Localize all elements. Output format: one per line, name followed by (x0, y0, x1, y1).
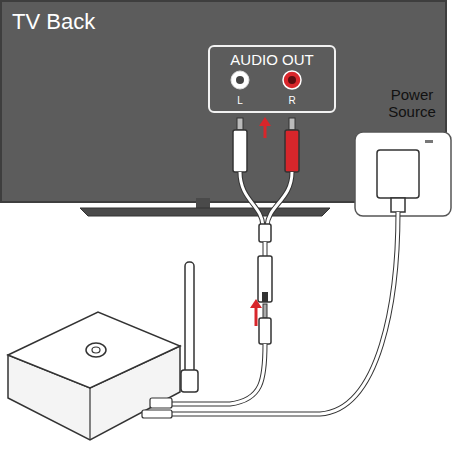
y-cable-right-outline (267, 172, 292, 226)
transmitter-top (8, 312, 180, 388)
insert-arrowhead (250, 299, 262, 308)
y-cable-left (240, 172, 263, 226)
white-rca-plug (233, 130, 247, 172)
transmitter-edge (89, 388, 90, 440)
aux-plug-in-box (150, 398, 172, 408)
power-adapter (377, 150, 419, 198)
power-button-icon (92, 347, 100, 353)
insert-arrowhead (259, 117, 271, 126)
red-rca-plug (285, 130, 299, 172)
power-plug-in-box (142, 410, 172, 418)
antenna-base (181, 370, 198, 392)
channel-label: R (288, 95, 295, 106)
aux-plug-tip (263, 304, 267, 318)
y-cable-right (267, 172, 292, 226)
right-jack-hole (288, 76, 296, 84)
power-cable-outline (170, 212, 398, 414)
antenna (185, 262, 194, 382)
audio-cable (168, 344, 265, 404)
outlet-indicator (425, 140, 433, 143)
wall-outlet (355, 132, 451, 216)
right-jack (283, 71, 301, 89)
left-jack-hole (236, 76, 244, 84)
female-jack-opening (262, 292, 268, 302)
audio-cable-outline (168, 344, 265, 404)
insert-arrow (264, 124, 267, 138)
power-source-label: Power Source (372, 86, 452, 121)
y-cable-left-outline (240, 172, 263, 226)
adapter-strain-relief (391, 198, 405, 212)
female-aux-jack (258, 256, 272, 302)
audio-out-panel: AUDIO OUT L R (208, 45, 336, 113)
power-button (86, 343, 106, 357)
aux-plug (259, 318, 271, 344)
tv-stand-base (80, 208, 330, 216)
insert-arrow (255, 306, 258, 326)
cable-splitter (259, 224, 271, 242)
tv-title: TV Back (12, 10, 95, 34)
channel-label: L (237, 95, 243, 106)
left-jack (231, 71, 249, 89)
red-plug-tip (289, 118, 295, 130)
panel-title: AUDIO OUT (210, 52, 334, 69)
power-cable (170, 212, 398, 414)
white-plug-tip (237, 118, 243, 130)
